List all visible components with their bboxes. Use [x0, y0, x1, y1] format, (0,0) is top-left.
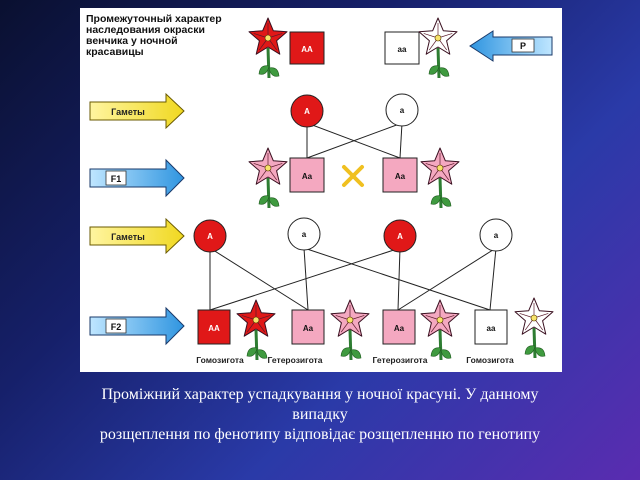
diagram-title: Промежуточный характер наследования окра…: [86, 14, 256, 58]
title-line-2: наследования окраски: [86, 24, 205, 36]
parent-genotype-recessive: aa: [384, 31, 420, 65]
f2-genotype-4: aa: [474, 309, 508, 345]
svg-text:Aa: Aa: [394, 324, 405, 333]
svg-text:aa: aa: [487, 324, 496, 333]
gamete-f1-4: a: [479, 218, 513, 252]
svg-text:a: a: [494, 231, 499, 240]
f2-genotype-3: Aa: [382, 309, 416, 345]
svg-text:aa: aa: [398, 45, 407, 54]
gamete-f1-2: a: [287, 217, 321, 251]
svg-text:Aa: Aa: [302, 172, 313, 181]
flower-illustrations: [236, 17, 554, 361]
svg-text:Aa: Aa: [303, 324, 314, 333]
flower-red-f2-icon: [236, 299, 276, 361]
title-line-3: венчика у ночной: [86, 35, 178, 47]
svg-text:a: a: [400, 106, 405, 115]
svg-text:AA: AA: [208, 324, 220, 333]
arrow-f2: F2: [89, 306, 185, 346]
flower-pink-f1-right-icon: [420, 147, 460, 209]
flower-pink-f2-2-icon: [420, 299, 460, 361]
svg-text:A: A: [207, 232, 213, 241]
caption-line-3: розщеплення по фенотипу відповідає розще…: [99, 426, 541, 443]
flower-white-parent-icon: [418, 17, 458, 79]
gamete-f1-3: A: [383, 219, 417, 253]
title-line-4: красавицы: [86, 46, 144, 58]
f2-genotype-2: Aa: [291, 309, 325, 345]
svg-text:A: A: [397, 232, 403, 241]
f2-label-1: Гомозигота: [196, 355, 244, 365]
caption-line-1: Проміжний характер успадкування у ночної…: [101, 386, 539, 403]
arrow-gametes-2-label: Гаметы: [111, 232, 145, 242]
gamete-p-recessive: a: [385, 93, 419, 127]
f2-genotype-1: AA: [197, 309, 231, 345]
flower-white-f2-icon: [514, 297, 554, 359]
gamete-p-dominant: A: [290, 94, 324, 128]
inheritance-scheme: P Гаметы F1 Гаметы F2 AA: [89, 17, 554, 365]
f2-label-3: Гетерозигота: [373, 355, 428, 365]
svg-text:A: A: [304, 107, 310, 116]
svg-text:a: a: [302, 230, 307, 239]
parent-genotype-dominant: AA: [289, 31, 325, 65]
slide-caption: Проміжний характер успадкування у ночної…: [0, 385, 640, 445]
caption-line-2: випадку: [292, 406, 348, 423]
flower-red-parent-icon: [248, 17, 288, 79]
arrow-f1: F1: [89, 158, 185, 198]
arrow-gametes-1-label: Гаметы: [111, 107, 145, 117]
f2-label-4: Гомозигота: [466, 355, 514, 365]
cross-sign: [342, 165, 364, 187]
svg-text:AA: AA: [301, 45, 313, 54]
title-line-1: Промежуточный характер: [86, 13, 222, 25]
arrow-gametes-2: Гаметы: [89, 217, 185, 255]
f2-label-2: Гетерозигота: [268, 355, 323, 365]
f1-genotype-right: Aa: [382, 157, 418, 193]
arrow-p: P: [469, 30, 553, 62]
arrow-f1-label: F1: [111, 174, 122, 184]
arrow-gametes-1: Гаметы: [89, 92, 185, 130]
diagram-panel: P Гаметы F1 Гаметы F2 AA: [80, 8, 562, 372]
arrow-f2-label: F2: [111, 322, 122, 332]
f1-genotype-left: Aa: [289, 157, 325, 193]
gamete-f1-1: A: [193, 219, 227, 253]
svg-text:Aa: Aa: [395, 172, 406, 181]
cross-lines-p: [306, 122, 403, 159]
arrow-p-label: P: [520, 41, 526, 51]
cross-lines-f1: [209, 247, 497, 311]
flower-pink-f1-left-icon: [248, 147, 288, 209]
flower-pink-f2-1-icon: [330, 299, 370, 361]
